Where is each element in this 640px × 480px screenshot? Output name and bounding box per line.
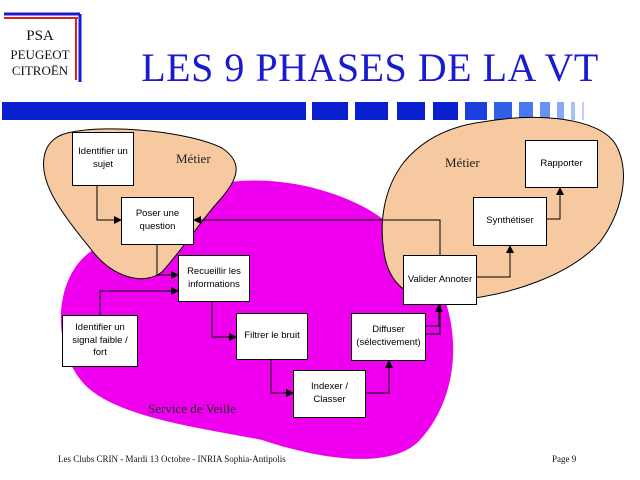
- box-poser-question: Poser une question: [121, 197, 194, 245]
- metier-left-label: Métier: [176, 151, 211, 166]
- logo-peugeot: PEUGEOT: [10, 47, 70, 62]
- box-diffuser: Diffuser (sélectivement): [351, 313, 426, 361]
- box-filtrer: Filtrer le bruit: [236, 313, 308, 360]
- box-valider: Valider Annoter: [403, 255, 477, 305]
- metier-right-label: Métier: [445, 155, 480, 170]
- logo-frame: [4, 12, 82, 82]
- arrow-indexer-to-diffuser: [366, 360, 393, 394]
- footer-text: Les Clubs CRIN - Mardi 13 Octobre - INRI…: [58, 454, 286, 464]
- box-identifier-signal: Identifier un signal faible / fort: [62, 315, 138, 367]
- arrow-recueillir-to-filtrer: [211, 302, 237, 341]
- box-indexer: Indexer / Classer: [293, 370, 366, 418]
- box-synthetiser: Synthétiser: [473, 197, 547, 246]
- arrow-signal-to-recueillir: [99, 287, 179, 315]
- arrow-valider-to-synthetiser: [477, 245, 514, 278]
- box-identifier-sujet: Identifier un sujet: [72, 132, 134, 186]
- arrow-diffuser-to-valider: [426, 304, 443, 327]
- box-rapporter: Rapporter: [525, 140, 598, 188]
- arrow-filtrer-to-indexer: [270, 360, 294, 397]
- slide-title: LES 9 PHASES DE LA VT: [141, 45, 599, 90]
- logo-psa: PSA: [26, 28, 54, 44]
- psa-logo: PSA PEUGEOT CITROËN: [2, 12, 82, 92]
- service-veille-label: Service de Veille: [148, 401, 236, 416]
- header-bar: [2, 102, 584, 120]
- arrow-synthetiser-to-rapporter: [547, 187, 564, 220]
- box-recueillir: Recueillir les informations: [178, 255, 250, 302]
- logo-citroen: CITROËN: [11, 63, 69, 78]
- arrow-sujet-to-question: [96, 186, 122, 224]
- arrow-question-to-recueillir: [156, 245, 179, 279]
- page-number: Page 9: [552, 454, 577, 464]
